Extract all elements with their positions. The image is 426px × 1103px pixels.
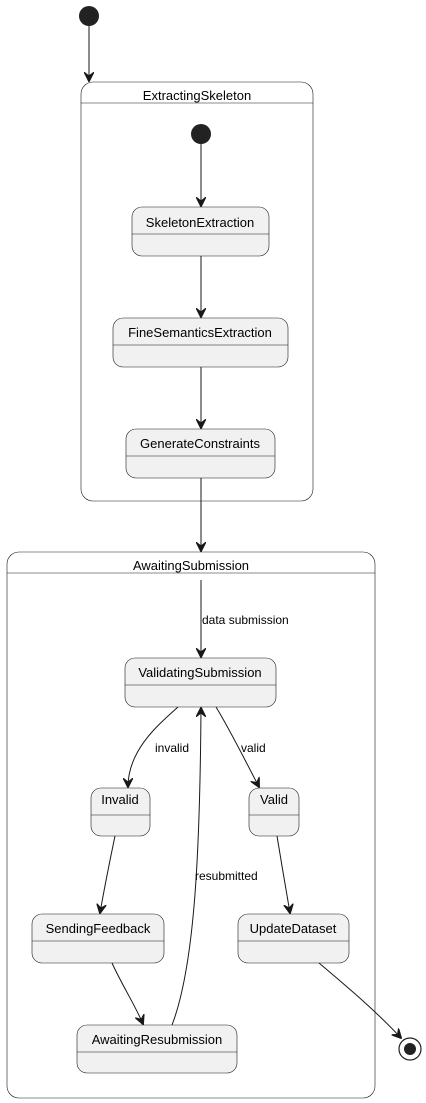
composite-awaiting-submission: AwaitingSubmission <box>6 551 376 1099</box>
edge-sending-feedback-to-awaiting-resubmission <box>111 962 143 1024</box>
inner-initial-node-extracting <box>191 124 211 144</box>
state-fine-semantics-extraction-label: FineSemanticsExtraction <box>128 325 272 340</box>
composite-extracting-skeleton: ExtractingSkeleton <box>80 81 314 502</box>
edge-invalid-to-sending-feedback <box>100 835 116 913</box>
state-validating-submission-label: ValidatingSubmission <box>138 665 261 680</box>
state-invalid-label: Invalid <box>101 792 139 807</box>
state-awaiting-resubmission-label: AwaitingResubmission <box>92 1032 223 1047</box>
state-skeleton-extraction: SkeletonExtraction <box>131 206 270 257</box>
state-sending-feedback: SendingFeedback <box>31 913 165 964</box>
state-validating-submission: ValidatingSubmission <box>124 657 277 708</box>
state-generate-constraints-label: GenerateConstraints <box>140 436 260 451</box>
edge-label-resubmitted: resubmitted <box>195 869 258 883</box>
composite-awaiting-submission-title: AwaitingSubmission <box>133 558 249 573</box>
state-update-dataset: UpdateDataset <box>237 913 350 964</box>
edge-validating-to-valid <box>215 706 259 787</box>
state-awaiting-resubmission: AwaitingResubmission <box>76 1024 238 1074</box>
state-invalid: Invalid <box>90 787 151 837</box>
state-update-dataset-label: UpdateDataset <box>250 921 337 936</box>
composite-extracting-skeleton-title: ExtractingSkeleton <box>143 88 251 103</box>
state-generate-constraints: GenerateConstraints <box>125 428 276 479</box>
edge-valid-to-update-dataset <box>276 835 290 913</box>
edge-resubmitted <box>171 708 201 1026</box>
edge-validating-to-invalid <box>128 706 179 787</box>
edge-label-data-submission: data submission <box>202 613 289 627</box>
state-valid-label: Valid <box>260 792 288 807</box>
final-state-node <box>398 1037 422 1061</box>
edge-update-dataset-to-final <box>318 962 401 1038</box>
initial-state-node <box>79 6 99 26</box>
edge-label-invalid: invalid <box>155 741 189 755</box>
state-sending-feedback-label: SendingFeedback <box>46 921 151 936</box>
state-fine-semantics-extraction: FineSemanticsExtraction <box>112 317 289 368</box>
state-skeleton-extraction-label: SkeletonExtraction <box>146 215 254 230</box>
state-valid: Valid <box>248 787 300 837</box>
edge-label-valid: valid <box>241 741 266 755</box>
